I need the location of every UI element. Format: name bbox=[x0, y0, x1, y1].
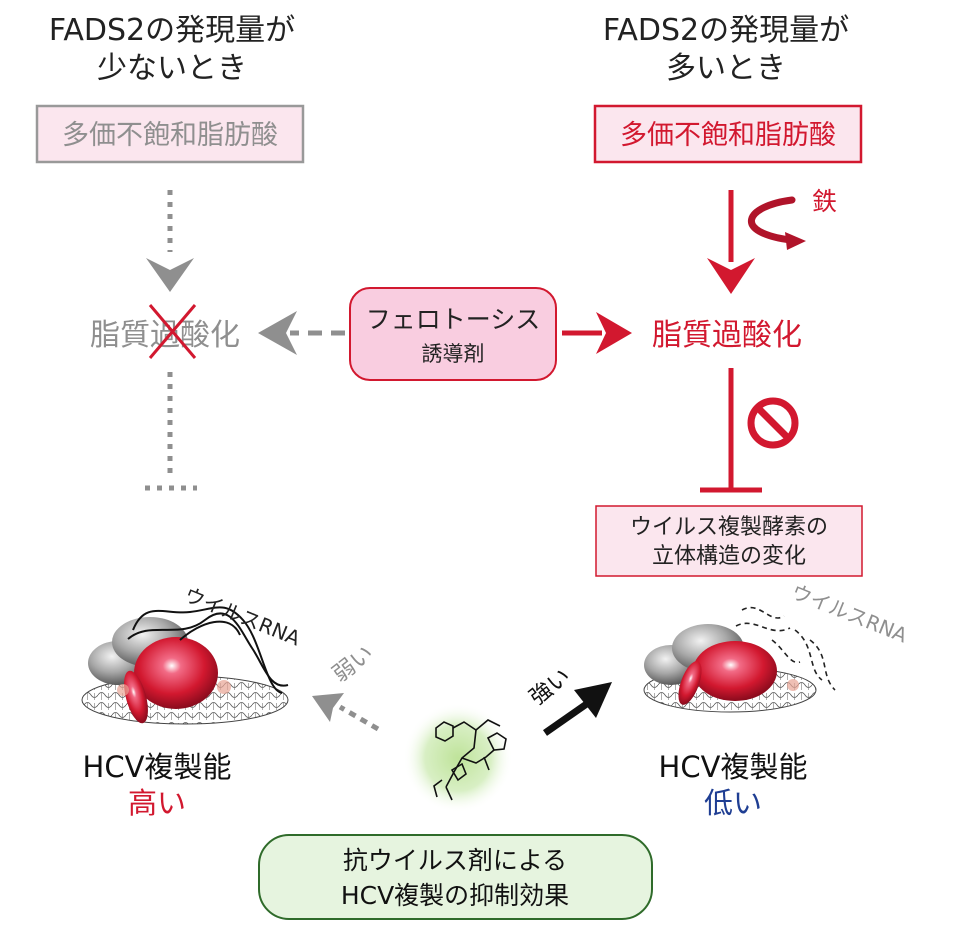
left-arrowhead-left-icon bbox=[258, 311, 297, 355]
right-arrowhead-down-icon bbox=[707, 258, 755, 294]
weak-label: 弱い bbox=[328, 641, 378, 688]
right-heading-line2: 多いとき bbox=[666, 51, 786, 86]
left-replication-complex-illustration bbox=[81, 617, 289, 725]
ferroptosis-inducer-box: フェロトーシス 誘導剤 bbox=[349, 287, 557, 381]
right-heading-line1: FADS2の発現量が bbox=[603, 13, 849, 48]
right-rna-label: ウイルスRNA bbox=[788, 579, 911, 647]
inducer-line2: 誘導剤 bbox=[422, 342, 485, 366]
left-level-label: 高い bbox=[128, 786, 186, 820]
right-pufa-label: 多価不飽和脂肪酸 bbox=[620, 120, 836, 151]
iron-label: 鉄 bbox=[812, 187, 837, 216]
right-arrowhead-right-icon bbox=[596, 312, 632, 354]
enzyme-line2: 立体構造の変化 bbox=[652, 544, 806, 569]
antiviral-effect-box: 抗ウイルス剤による HCV複製の抑制効果 bbox=[258, 834, 653, 920]
right-capacity-label: HCV複製能 bbox=[659, 750, 808, 784]
right-level-label: 低い bbox=[704, 786, 762, 820]
strong-label: 強い bbox=[525, 664, 575, 711]
right-fragmented-rna-strands bbox=[735, 606, 836, 691]
left-capacity-label: HCV複製能 bbox=[83, 750, 232, 784]
weak-arrowhead-icon bbox=[312, 693, 344, 722]
left-viral-rna-strands bbox=[127, 606, 289, 694]
weak-dotted-arrow-shaft bbox=[338, 704, 380, 732]
enzyme-change-box: ウイルス複製酵素の 立体構造の変化 bbox=[595, 505, 863, 577]
enzyme-line1: ウイルス複製酵素の bbox=[630, 515, 828, 540]
left-heading-line2: 少ないとき bbox=[97, 51, 247, 86]
right-pufa-box: 多価不飽和脂肪酸 bbox=[593, 104, 863, 164]
strong-arrow-shaft bbox=[542, 700, 591, 736]
right-replication-complex-illustration bbox=[643, 624, 817, 713]
prohibition-icon bbox=[747, 397, 799, 449]
effect-line2: HCV複製の抑制効果 bbox=[341, 881, 569, 910]
left-pufa-label: 多価不飽和脂肪酸 bbox=[62, 120, 278, 151]
left-heading-line1: FADS2の発現量が bbox=[49, 13, 295, 48]
right-lipid-peroxidation: 脂質過酸化 bbox=[652, 318, 802, 353]
left-rna-label: ウイルスRNA bbox=[181, 582, 304, 650]
left-pufa-box: 多価不飽和脂肪酸 bbox=[35, 104, 305, 164]
inducer-line1: フェロトーシス bbox=[366, 305, 541, 334]
strong-arrowhead-icon bbox=[574, 682, 612, 718]
iron-curved-arrow-icon bbox=[748, 196, 806, 250]
effect-line1: 抗ウイルス剤による bbox=[343, 846, 567, 875]
cross-mark-icon bbox=[148, 304, 197, 359]
left-arrowhead-down-icon bbox=[146, 258, 194, 292]
antiviral-molecule-icon bbox=[403, 703, 513, 813]
